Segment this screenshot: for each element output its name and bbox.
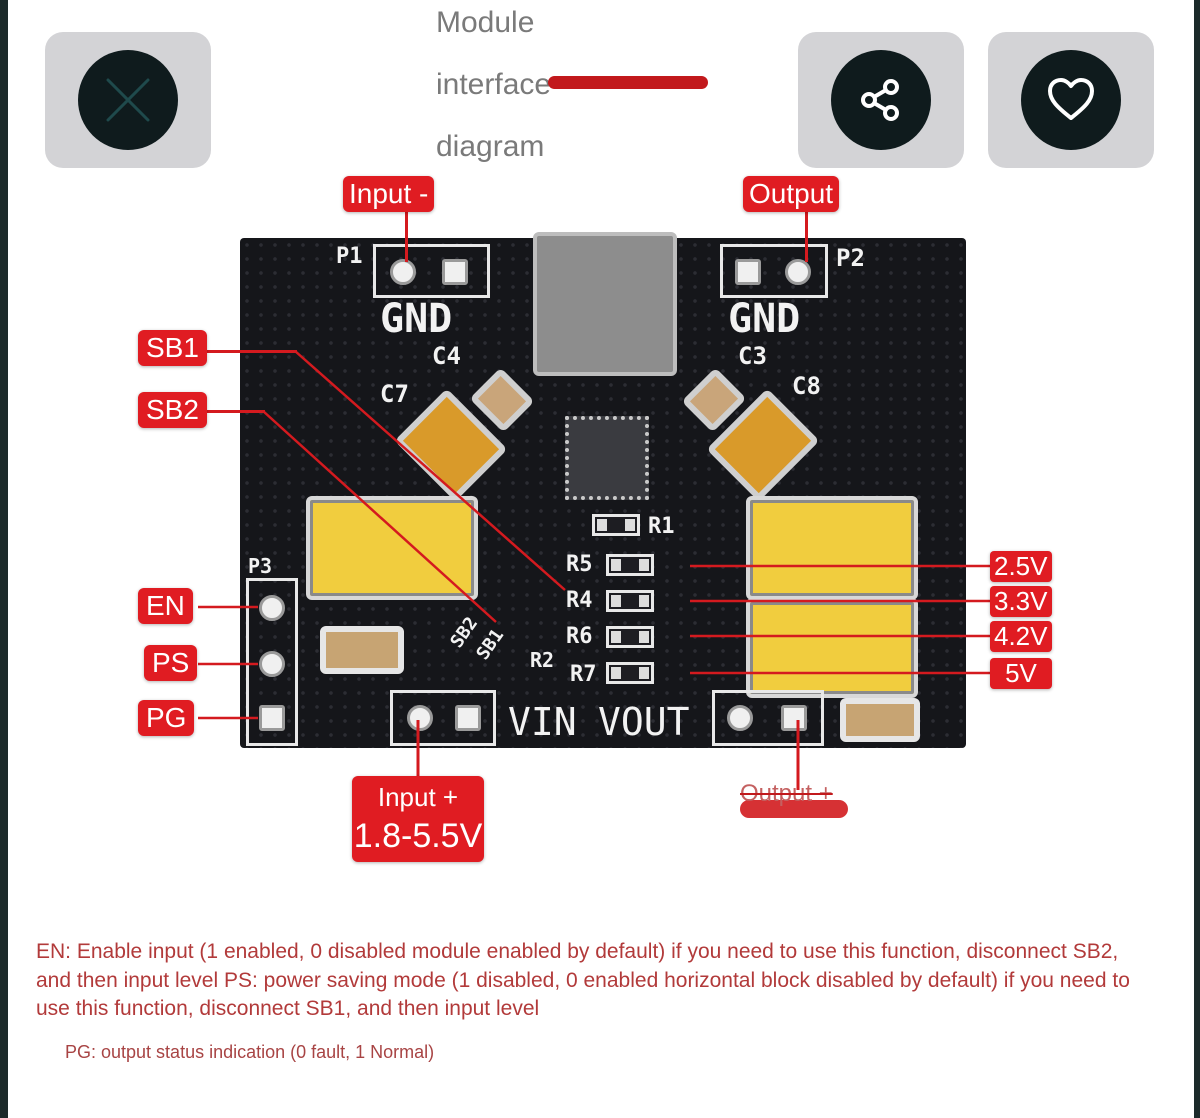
- callout-en: EN: [138, 588, 193, 624]
- silk-r7: R7: [570, 662, 597, 687]
- silk-c4: C4: [432, 342, 461, 370]
- callout-5v: 5V: [990, 658, 1052, 689]
- capacitor-small-left: [320, 626, 404, 674]
- resistor-r6: [606, 626, 654, 648]
- share-button[interactable]: [798, 32, 964, 168]
- tantalum-cap-left: [306, 496, 478, 600]
- resistor-r7: [606, 662, 654, 684]
- pad: [259, 705, 285, 731]
- description-text: EN: Enable input (1 enabled, 0 disabled …: [36, 940, 1130, 1020]
- screen-edge-right: [1194, 0, 1200, 1118]
- silk-r2: R2: [530, 648, 555, 672]
- pg-note: PG: output status indication (0 fault, 1…: [65, 1042, 435, 1062]
- title-line-3: diagram: [436, 130, 545, 163]
- callout-output-plus: Output +: [740, 780, 833, 807]
- silk-vin: VIN: [508, 700, 577, 744]
- leader-output-minus: [805, 212, 808, 262]
- pad: [781, 705, 807, 731]
- output-plus-bar: [740, 800, 848, 818]
- pad: [407, 705, 433, 731]
- silk-p2: P2: [836, 244, 865, 272]
- title-strike-mark: [548, 76, 708, 89]
- heart-icon: [1021, 50, 1121, 150]
- callout-input-plus: Input + 1.8-5.5V: [352, 776, 484, 862]
- screen-edge-left: [0, 0, 8, 1118]
- callout-sb1: SB1: [138, 330, 207, 366]
- pad: [259, 595, 285, 621]
- title-line-1: Module: [436, 6, 535, 39]
- callout-3-3v: 3.3V: [990, 586, 1052, 617]
- callout-ps: PS: [144, 645, 198, 681]
- silk-c7: C7: [380, 380, 409, 408]
- callout-sb2: SB2: [138, 392, 207, 428]
- tantalum-cap-right-top: [746, 496, 918, 600]
- leader-sb2: [205, 410, 265, 413]
- share-icon: [831, 50, 931, 150]
- inductor: [533, 232, 677, 376]
- silk-c3: C3: [738, 342, 767, 370]
- header-p1: [373, 244, 490, 298]
- favorite-button[interactable]: [988, 32, 1154, 168]
- callout-4-2v: 4.2V: [990, 621, 1052, 652]
- capacitor-small-right: [840, 698, 920, 742]
- silk-gnd-left: GND: [380, 296, 453, 342]
- silk-r1: R1: [648, 514, 675, 539]
- silk-p3: P3: [248, 554, 273, 578]
- pcb-board: P1 GND P2 GND C4 C7 C3 C8 R1 R5 R4 R6 R2…: [240, 232, 966, 748]
- header-p2: [720, 244, 828, 298]
- pad: [785, 259, 811, 285]
- silk-r5: R5: [566, 552, 593, 577]
- silk-r4: R4: [566, 588, 593, 613]
- close-button[interactable]: [45, 32, 211, 168]
- callout-2-5v: 2.5V: [990, 551, 1052, 582]
- silk-p1: P1: [336, 244, 363, 269]
- pad: [390, 259, 416, 285]
- header-p3: [246, 578, 298, 746]
- resistor-r5: [606, 554, 654, 576]
- pad: [735, 259, 761, 285]
- callout-input-plus-label: Input +: [377, 782, 459, 812]
- pad: [455, 705, 481, 731]
- close-icon: [78, 50, 178, 150]
- pad: [442, 259, 468, 285]
- leader-sb1: [205, 350, 297, 353]
- pad: [259, 651, 285, 677]
- pad: [727, 705, 753, 731]
- silk-vout: VOUT: [598, 700, 690, 744]
- header-vin: [390, 690, 496, 746]
- controller-ic: [565, 416, 649, 500]
- callout-output-minus: Output: [743, 176, 840, 212]
- leader-input-minus: [405, 212, 408, 262]
- title-line-2: interface: [436, 68, 552, 101]
- silk-gnd-right: GND: [728, 296, 801, 342]
- silk-c8: C8: [792, 372, 821, 400]
- callout-pg: PG: [138, 700, 195, 736]
- callout-input-range: 1.8-5.5V: [353, 817, 483, 855]
- silk-r6: R6: [566, 624, 593, 649]
- resistor-r4: [606, 590, 654, 612]
- callout-input-minus: Input -: [343, 176, 435, 212]
- resistor-r1: [592, 514, 640, 536]
- header-vout: [712, 690, 824, 746]
